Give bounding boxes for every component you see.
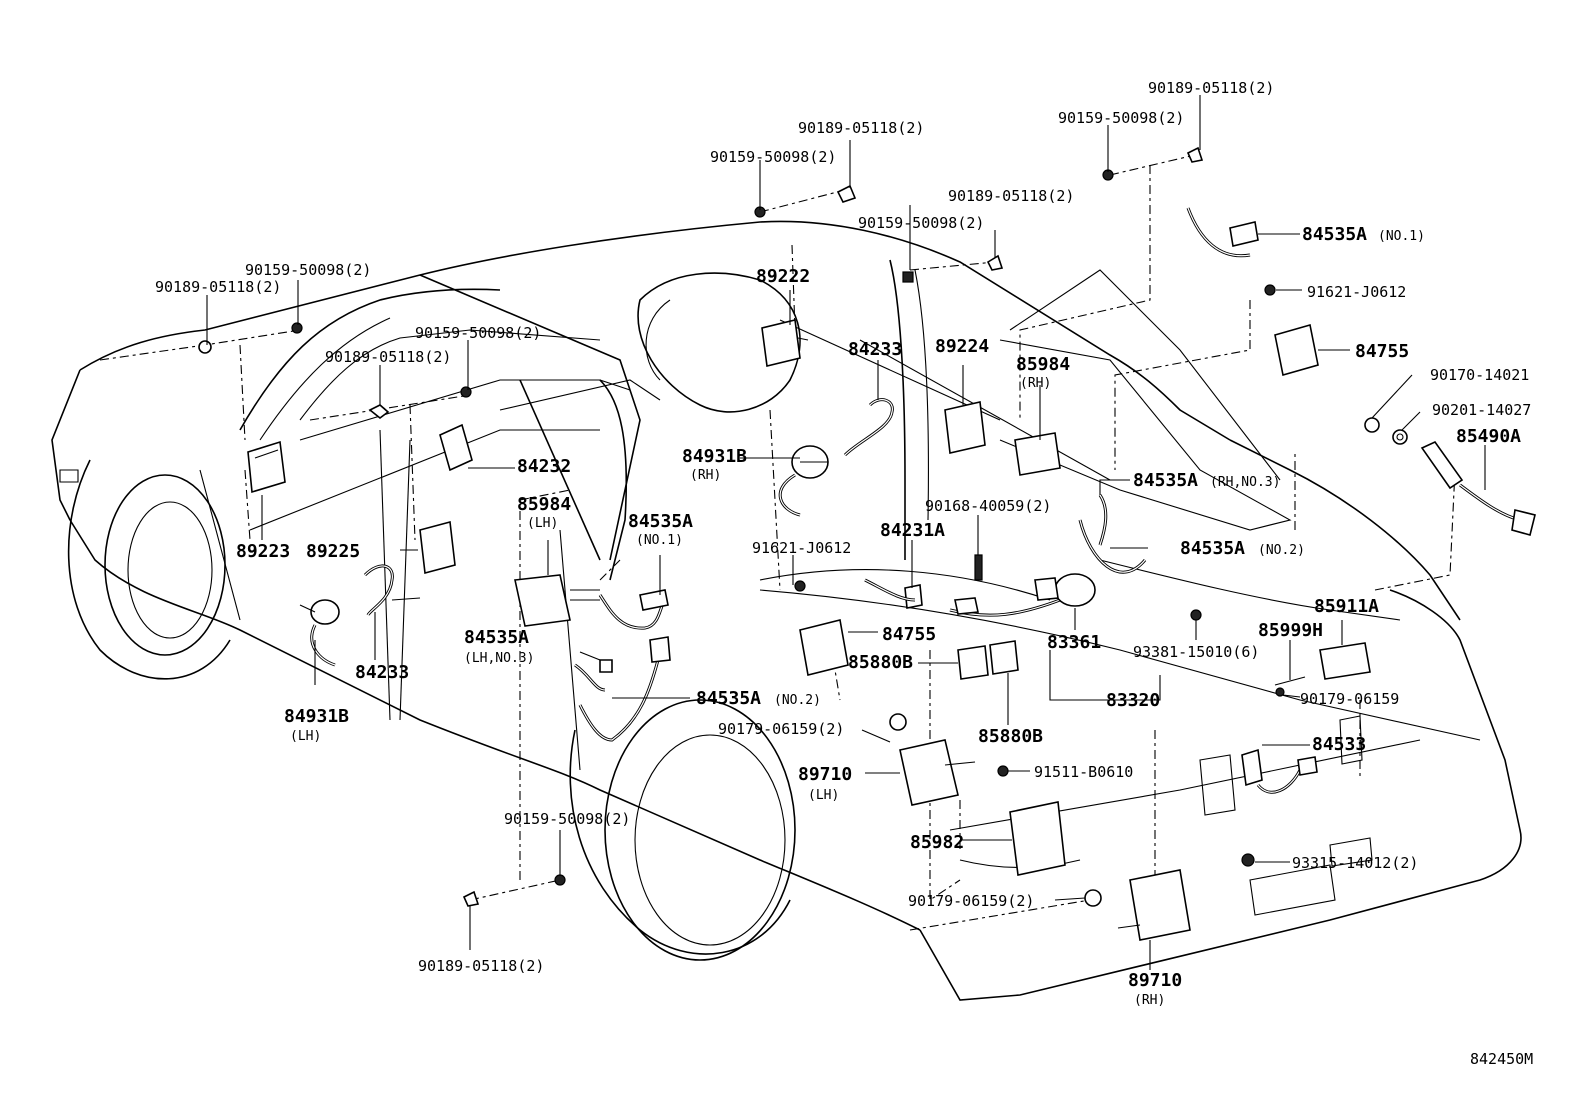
label-91621-J0612-upper: 91621-J0612 xyxy=(1307,283,1406,301)
label-85984-rh-note: (RH) xyxy=(1020,376,1051,391)
dash-leaders xyxy=(99,154,1456,931)
label-89710-rh-note: (RH) xyxy=(1134,993,1165,1008)
label-90159-50098-upper-right: 90159-50098(2) xyxy=(858,214,984,232)
label-84535A-lh-no2: 84535A xyxy=(696,688,761,709)
parts xyxy=(198,146,1536,941)
label-84755-upper: 84755 xyxy=(1355,341,1409,362)
label-89225: 89225 xyxy=(306,541,360,562)
label-90189-05118-pillar: 90189-05118(2) xyxy=(325,348,451,366)
label-84931B-rh: 84931B xyxy=(682,446,747,467)
label-85880B-lower: 85880B xyxy=(978,726,1043,747)
label-90179-06159-right: 90179-06159 xyxy=(1300,690,1399,708)
label-90189-05118-lower: 90189-05118(2) xyxy=(418,957,544,975)
label-90201-14027: 90201-14027 xyxy=(1432,401,1531,419)
label-84232: 84232 xyxy=(517,456,571,477)
label-84755-mid: 84755 xyxy=(882,624,936,645)
label-85984-rh: 85984 xyxy=(1016,354,1070,375)
label-89222: 89222 xyxy=(756,266,810,287)
label-84535A-rh-no2: 84535A xyxy=(1180,538,1245,559)
label-90189-05118-top-right: 90189-05118(2) xyxy=(1148,79,1274,97)
label-90179-06159-mid: 90179-06159(2) xyxy=(718,720,844,738)
label-84233-rh: 84233 xyxy=(848,339,902,360)
label-84535A-rh-no3-note: (RH,NO.3) xyxy=(1210,475,1280,490)
label-84535A-no1-rh-note: (NO.1) xyxy=(1378,229,1425,244)
diagram-code: 842450M xyxy=(1470,1050,1533,1068)
label-85984-lh: 85984 xyxy=(517,494,571,515)
label-89224: 89224 xyxy=(935,336,989,357)
part-labels: 90189-05118(2) 90159-50098(2) 90189-0511… xyxy=(155,79,1533,1068)
label-90170-14021: 90170-14021 xyxy=(1430,366,1529,384)
label-90189-05118-upper-left: 90189-05118(2) xyxy=(155,278,281,296)
label-83361: 83361 xyxy=(1047,632,1101,653)
label-90189-05118-top-center: 90189-05118(2) xyxy=(798,119,924,137)
label-84931B-lh-note: (LH) xyxy=(290,729,321,744)
label-84533: 84533 xyxy=(1312,734,1366,755)
label-89710-rh: 89710 xyxy=(1128,970,1182,991)
label-85982: 85982 xyxy=(910,832,964,853)
label-91621-J0612-mid: 91621-J0612 xyxy=(752,539,851,557)
label-84535A-rh-no2-note: (NO.2) xyxy=(1258,543,1305,558)
label-84231A: 84231A xyxy=(880,520,945,541)
label-84535A-lh-no3: 84535A xyxy=(464,627,529,648)
label-93381-15010: 93381-15010(6) xyxy=(1133,643,1259,661)
label-84931B-lh: 84931B xyxy=(284,706,349,727)
label-90179-06159-lower: 90179-06159(2) xyxy=(908,892,1034,910)
label-89710-lh-note: (LH) xyxy=(808,788,839,803)
label-84535A-rh-no3: 84535A xyxy=(1133,470,1198,491)
label-93315-14012: 93315-14012(2) xyxy=(1292,854,1418,872)
label-84535A-lh-no1: 84535A xyxy=(628,511,693,532)
label-84535A-lh-no3-note: (LH,NO.3) xyxy=(464,651,534,666)
label-90159-50098-pillar: 90159-50098(2) xyxy=(415,324,541,342)
label-84535A-no1-rh: 84535A xyxy=(1302,224,1367,245)
label-89710-lh: 89710 xyxy=(798,764,852,785)
label-85999H: 85999H xyxy=(1258,620,1323,641)
label-90159-50098-top-center: 90159-50098(2) xyxy=(710,148,836,166)
label-90168-40059: 90168-40059(2) xyxy=(925,497,1051,515)
label-90159-50098-lower: 90159-50098(2) xyxy=(504,810,630,828)
label-85490A: 85490A xyxy=(1456,426,1521,447)
label-84233-lh: 84233 xyxy=(355,662,409,683)
label-84535A-lh-no2-note: (NO.2) xyxy=(774,693,821,708)
car-body-outline xyxy=(51,220,1522,1001)
label-90159-50098-top-right: 90159-50098(2) xyxy=(1058,109,1184,127)
label-84535A-lh-no1-note: (NO.1) xyxy=(636,533,683,548)
label-91511-B0610: 91511-B0610 xyxy=(1034,763,1133,781)
label-90159-50098-upper-left: 90159-50098(2) xyxy=(245,261,371,279)
label-85911A: 85911A xyxy=(1314,596,1379,617)
label-84931B-rh-note: (RH) xyxy=(690,468,721,483)
label-85984-lh-note: (LH) xyxy=(527,516,558,531)
label-89223: 89223 xyxy=(236,541,290,562)
label-90189-05118-upper-right: 90189-05118(2) xyxy=(948,187,1074,205)
label-85880B-upper: 85880B xyxy=(848,652,913,673)
solid-leaders xyxy=(206,95,1486,970)
label-83320: 83320 xyxy=(1106,690,1160,711)
